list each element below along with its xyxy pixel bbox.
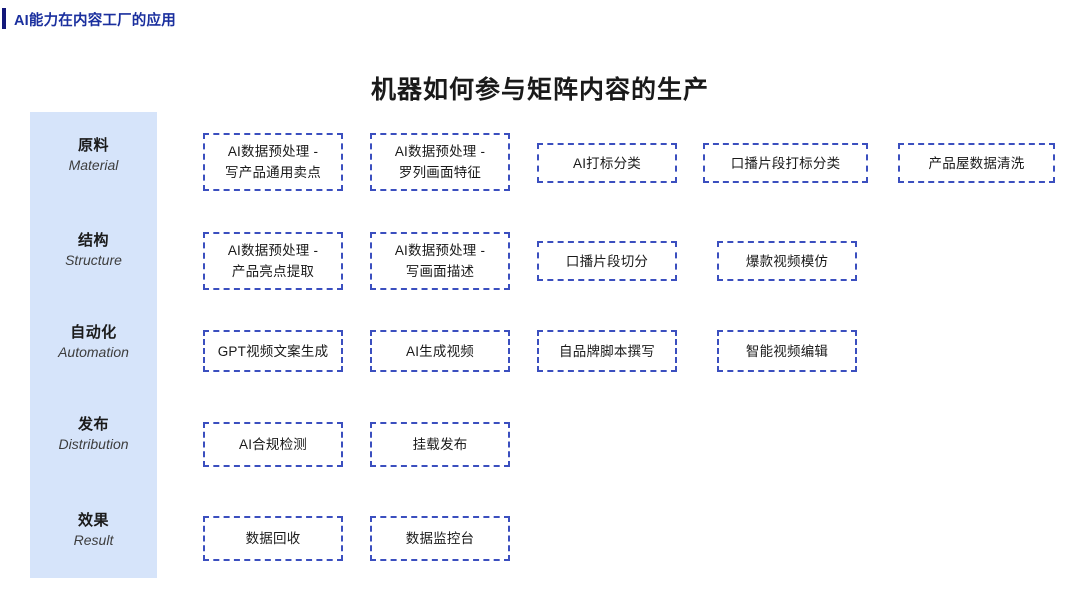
capability-box[interactable]: 数据回收 bbox=[203, 516, 343, 561]
capability-box[interactable]: AI打标分类 bbox=[537, 143, 677, 183]
sidebar-item-automation: 自动化 Automation bbox=[30, 323, 157, 362]
sidebar-label-cn: 自动化 bbox=[70, 324, 117, 341]
capability-line2: 产品亮点提取 bbox=[231, 264, 315, 279]
page-title: 机器如何参与矩阵内容的生产 bbox=[370, 76, 709, 104]
capability-line1: 自品牌脚本撰写 bbox=[559, 343, 655, 359]
header-title: AI能力在内容工厂的应用 bbox=[14, 13, 176, 29]
capability-box[interactable]: AI数据预处理 - 罗列画面特征 bbox=[370, 133, 510, 191]
capability-line1: 数据监控台 bbox=[405, 531, 475, 546]
capability-box[interactable]: 爆款视频模仿 bbox=[717, 241, 857, 281]
sidebar-item-result: 效果 Result bbox=[30, 511, 157, 550]
capability-line1: 爆款视频模仿 bbox=[745, 253, 829, 269]
capability-line2: 罗列画面特征 bbox=[398, 165, 482, 180]
capability-box[interactable]: 口播片段切分 bbox=[537, 241, 677, 281]
capability-line1: GPT视频文案生成 bbox=[217, 343, 329, 359]
capability-box[interactable]: 口播片段打标分类 bbox=[703, 143, 868, 183]
capability-line1: AI数据预处理 - bbox=[394, 243, 486, 258]
capability-box[interactable]: AI合规检测 bbox=[203, 422, 343, 467]
sidebar-label-cn: 效果 bbox=[77, 512, 109, 529]
capability-line1: 智能视频编辑 bbox=[745, 343, 829, 359]
header-accent-bar bbox=[2, 8, 6, 29]
capability-box[interactable]: 自品牌脚本撰写 bbox=[537, 330, 677, 372]
sidebar-label-en: Material bbox=[68, 157, 119, 173]
sidebar-item-structure: 结构 Structure bbox=[30, 231, 157, 270]
sidebar-item-material: 原料 Material bbox=[30, 136, 157, 175]
capability-line1: 口播片段切分 bbox=[565, 253, 649, 269]
sidebar-label-en: Distribution bbox=[58, 436, 129, 452]
capability-box[interactable]: 数据监控台 bbox=[370, 516, 510, 561]
sidebar-label-cn: 原料 bbox=[77, 137, 109, 154]
capability-line1: 数据回收 bbox=[245, 531, 301, 546]
capability-line1: 口播片段打标分类 bbox=[730, 155, 841, 171]
capability-box[interactable]: AI生成视频 bbox=[370, 330, 510, 372]
capability-box[interactable]: AI数据预处理 - 产品亮点提取 bbox=[203, 232, 343, 290]
capability-line1: AI数据预处理 - bbox=[394, 144, 486, 159]
capability-box[interactable]: 智能视频编辑 bbox=[717, 330, 857, 372]
capability-line1: AI合规检测 bbox=[239, 437, 307, 452]
capability-box[interactable]: 挂载发布 bbox=[370, 422, 510, 467]
header-bar: AI能力在内容工厂的应用 bbox=[0, 0, 1080, 38]
capability-box[interactable]: 产品屋数据清洗 bbox=[898, 143, 1055, 183]
sidebar-label-en: Result bbox=[73, 532, 114, 548]
capability-line1: AI生成视频 bbox=[406, 343, 474, 359]
sidebar-item-distribution: 发布 Distribution bbox=[30, 415, 157, 454]
capability-box[interactable]: AI数据预处理 - 写产品通用卖点 bbox=[203, 133, 343, 191]
capability-line2: 写产品通用卖点 bbox=[225, 165, 321, 180]
capability-line1: 挂载发布 bbox=[412, 437, 468, 452]
capability-line1: AI数据预处理 - bbox=[227, 243, 319, 258]
capability-line1: 产品屋数据清洗 bbox=[928, 155, 1025, 171]
sidebar-label-cn: 发布 bbox=[77, 416, 109, 433]
stage-sidebar: 原料 Material 结构 Structure 自动化 Automation … bbox=[30, 112, 157, 578]
capability-line1: AI打标分类 bbox=[573, 155, 641, 171]
sidebar-label-en: Structure bbox=[65, 252, 122, 268]
capability-line2: 写画面描述 bbox=[405, 264, 475, 279]
capability-box[interactable]: GPT视频文案生成 bbox=[203, 330, 343, 372]
sidebar-label-cn: 结构 bbox=[77, 232, 109, 249]
capability-line1: AI数据预处理 - bbox=[227, 144, 319, 159]
capability-box[interactable]: AI数据预处理 - 写画面描述 bbox=[370, 232, 510, 290]
sidebar-label-en: Automation bbox=[58, 344, 129, 360]
